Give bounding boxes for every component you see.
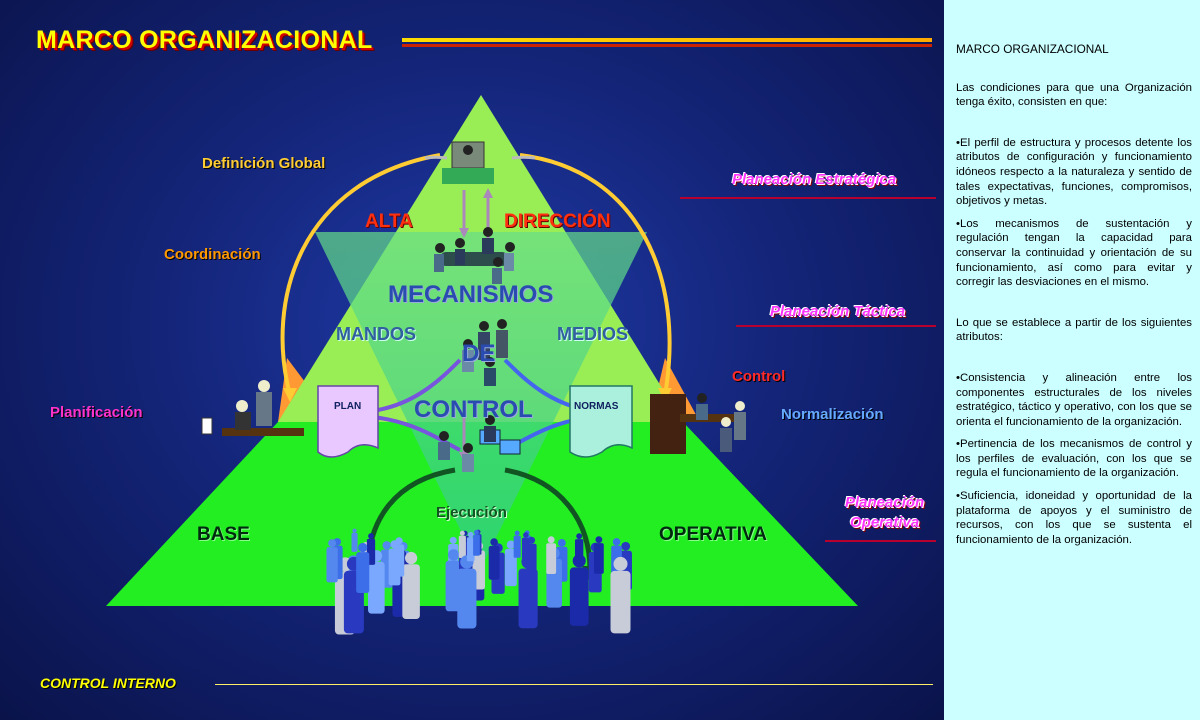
operativa-underline bbox=[825, 540, 936, 542]
normas-document bbox=[569, 385, 633, 458]
title-underline-bar bbox=[402, 38, 932, 47]
notes-bullet-1: •El perfil de estructura y procesos dete… bbox=[956, 136, 1192, 208]
label-planeacion-tactica: Planeación Táctica bbox=[770, 303, 906, 320]
worker-figure bbox=[504, 540, 517, 587]
right-dark-arc bbox=[504, 467, 593, 571]
notes-intro-2: Lo que se establece a partir de los sigu… bbox=[956, 316, 1192, 344]
normas-document-label: NORMAS bbox=[574, 401, 619, 412]
footer-control-interno: CONTROL INTERNO bbox=[40, 675, 176, 691]
planner-desk-icon bbox=[201, 380, 304, 436]
worker-figure bbox=[326, 539, 338, 583]
executive-figure-icon bbox=[442, 141, 494, 184]
operators-computers-icon bbox=[438, 415, 521, 472]
notes-bullet-2: •Los mecanismos de sustentación y regula… bbox=[956, 217, 1192, 289]
workers-crowd-icon bbox=[326, 528, 632, 635]
label-definicion-global: Definición Global bbox=[202, 155, 326, 172]
label-control: Control bbox=[732, 368, 786, 385]
worker-figure bbox=[393, 537, 405, 577]
pyramid-mandos: MANDOS bbox=[336, 324, 416, 344]
label-planificacion: Planificación bbox=[50, 404, 143, 421]
worker-figure bbox=[356, 542, 370, 594]
plan-document bbox=[317, 385, 379, 458]
tactica-underline bbox=[736, 325, 936, 327]
notes-bullet-4: •Pertinencia de los mecanismos de contro… bbox=[956, 438, 1192, 480]
notes-panel: MARCO ORGANIZACIONAL Las condiciones par… bbox=[944, 0, 1200, 720]
pyramid-mecanismos: MECANISMOS bbox=[388, 281, 554, 308]
managers-group-icon bbox=[462, 319, 508, 386]
plan-document-label: PLAN bbox=[334, 401, 362, 412]
meeting-group-icon bbox=[434, 227, 515, 284]
footer-line bbox=[215, 684, 933, 685]
pyramid-control: CONTROL bbox=[414, 396, 533, 423]
pyramid-operativa-label: OPERATIVA bbox=[659, 524, 768, 545]
worker-figure bbox=[593, 536, 604, 574]
worker-figure bbox=[402, 551, 420, 619]
label-normalizacion: Normalización bbox=[781, 406, 884, 423]
worker-figure bbox=[546, 536, 557, 575]
pyramid-diagram bbox=[106, 38, 932, 606]
worker-figure bbox=[458, 530, 466, 559]
left-yellow-arc bbox=[280, 153, 441, 396]
control-cone bbox=[315, 232, 647, 560]
label-planeacion-operativa-1: Planeación bbox=[845, 494, 925, 511]
worker-figure bbox=[513, 530, 521, 558]
pyramid-alta: ALTA bbox=[365, 211, 413, 232]
estrategica-underline bbox=[680, 197, 936, 199]
worker-figure bbox=[518, 555, 538, 629]
pyramid-ejecucion: Ejecución bbox=[436, 504, 507, 521]
pyramid-direccion: DIRECCIÓN bbox=[504, 211, 611, 232]
worker-figure bbox=[466, 531, 475, 562]
slide-title: MARCO ORGANIZACIONAL bbox=[36, 26, 373, 54]
worker-figure bbox=[569, 554, 589, 626]
label-planeacion-estrategica: Planeación Estratégica bbox=[732, 171, 897, 188]
notes-bullet-3: •Consistencia y alineación entre los com… bbox=[956, 371, 1192, 428]
notes-title: MARCO ORGANIZACIONAL bbox=[956, 42, 1109, 56]
worker-figure bbox=[457, 555, 477, 629]
notes-bullet-5: •Suficiencia, idoneidad y oportunidad de… bbox=[956, 490, 1192, 546]
label-planeacion-operativa-2: Operativa bbox=[850, 514, 920, 531]
worker-figure bbox=[473, 529, 480, 556]
normalization-meeting-icon bbox=[650, 393, 746, 454]
slide-canvas: MARCO ORGANIZACIONAL Definición Global C… bbox=[0, 0, 944, 720]
right-yellow-arc bbox=[519, 153, 672, 396]
worker-figure bbox=[351, 528, 358, 552]
label-coordinacion: Coordinación bbox=[164, 246, 261, 263]
notes-intro: Las condiciones para que una Organizació… bbox=[956, 81, 1192, 109]
worker-figure bbox=[488, 538, 500, 580]
pyramid-base-label: BASE bbox=[197, 524, 250, 545]
pyramid-de: DE bbox=[462, 340, 496, 367]
pyramid-medios: MEDIOS bbox=[557, 324, 629, 344]
worker-figure bbox=[610, 556, 631, 634]
